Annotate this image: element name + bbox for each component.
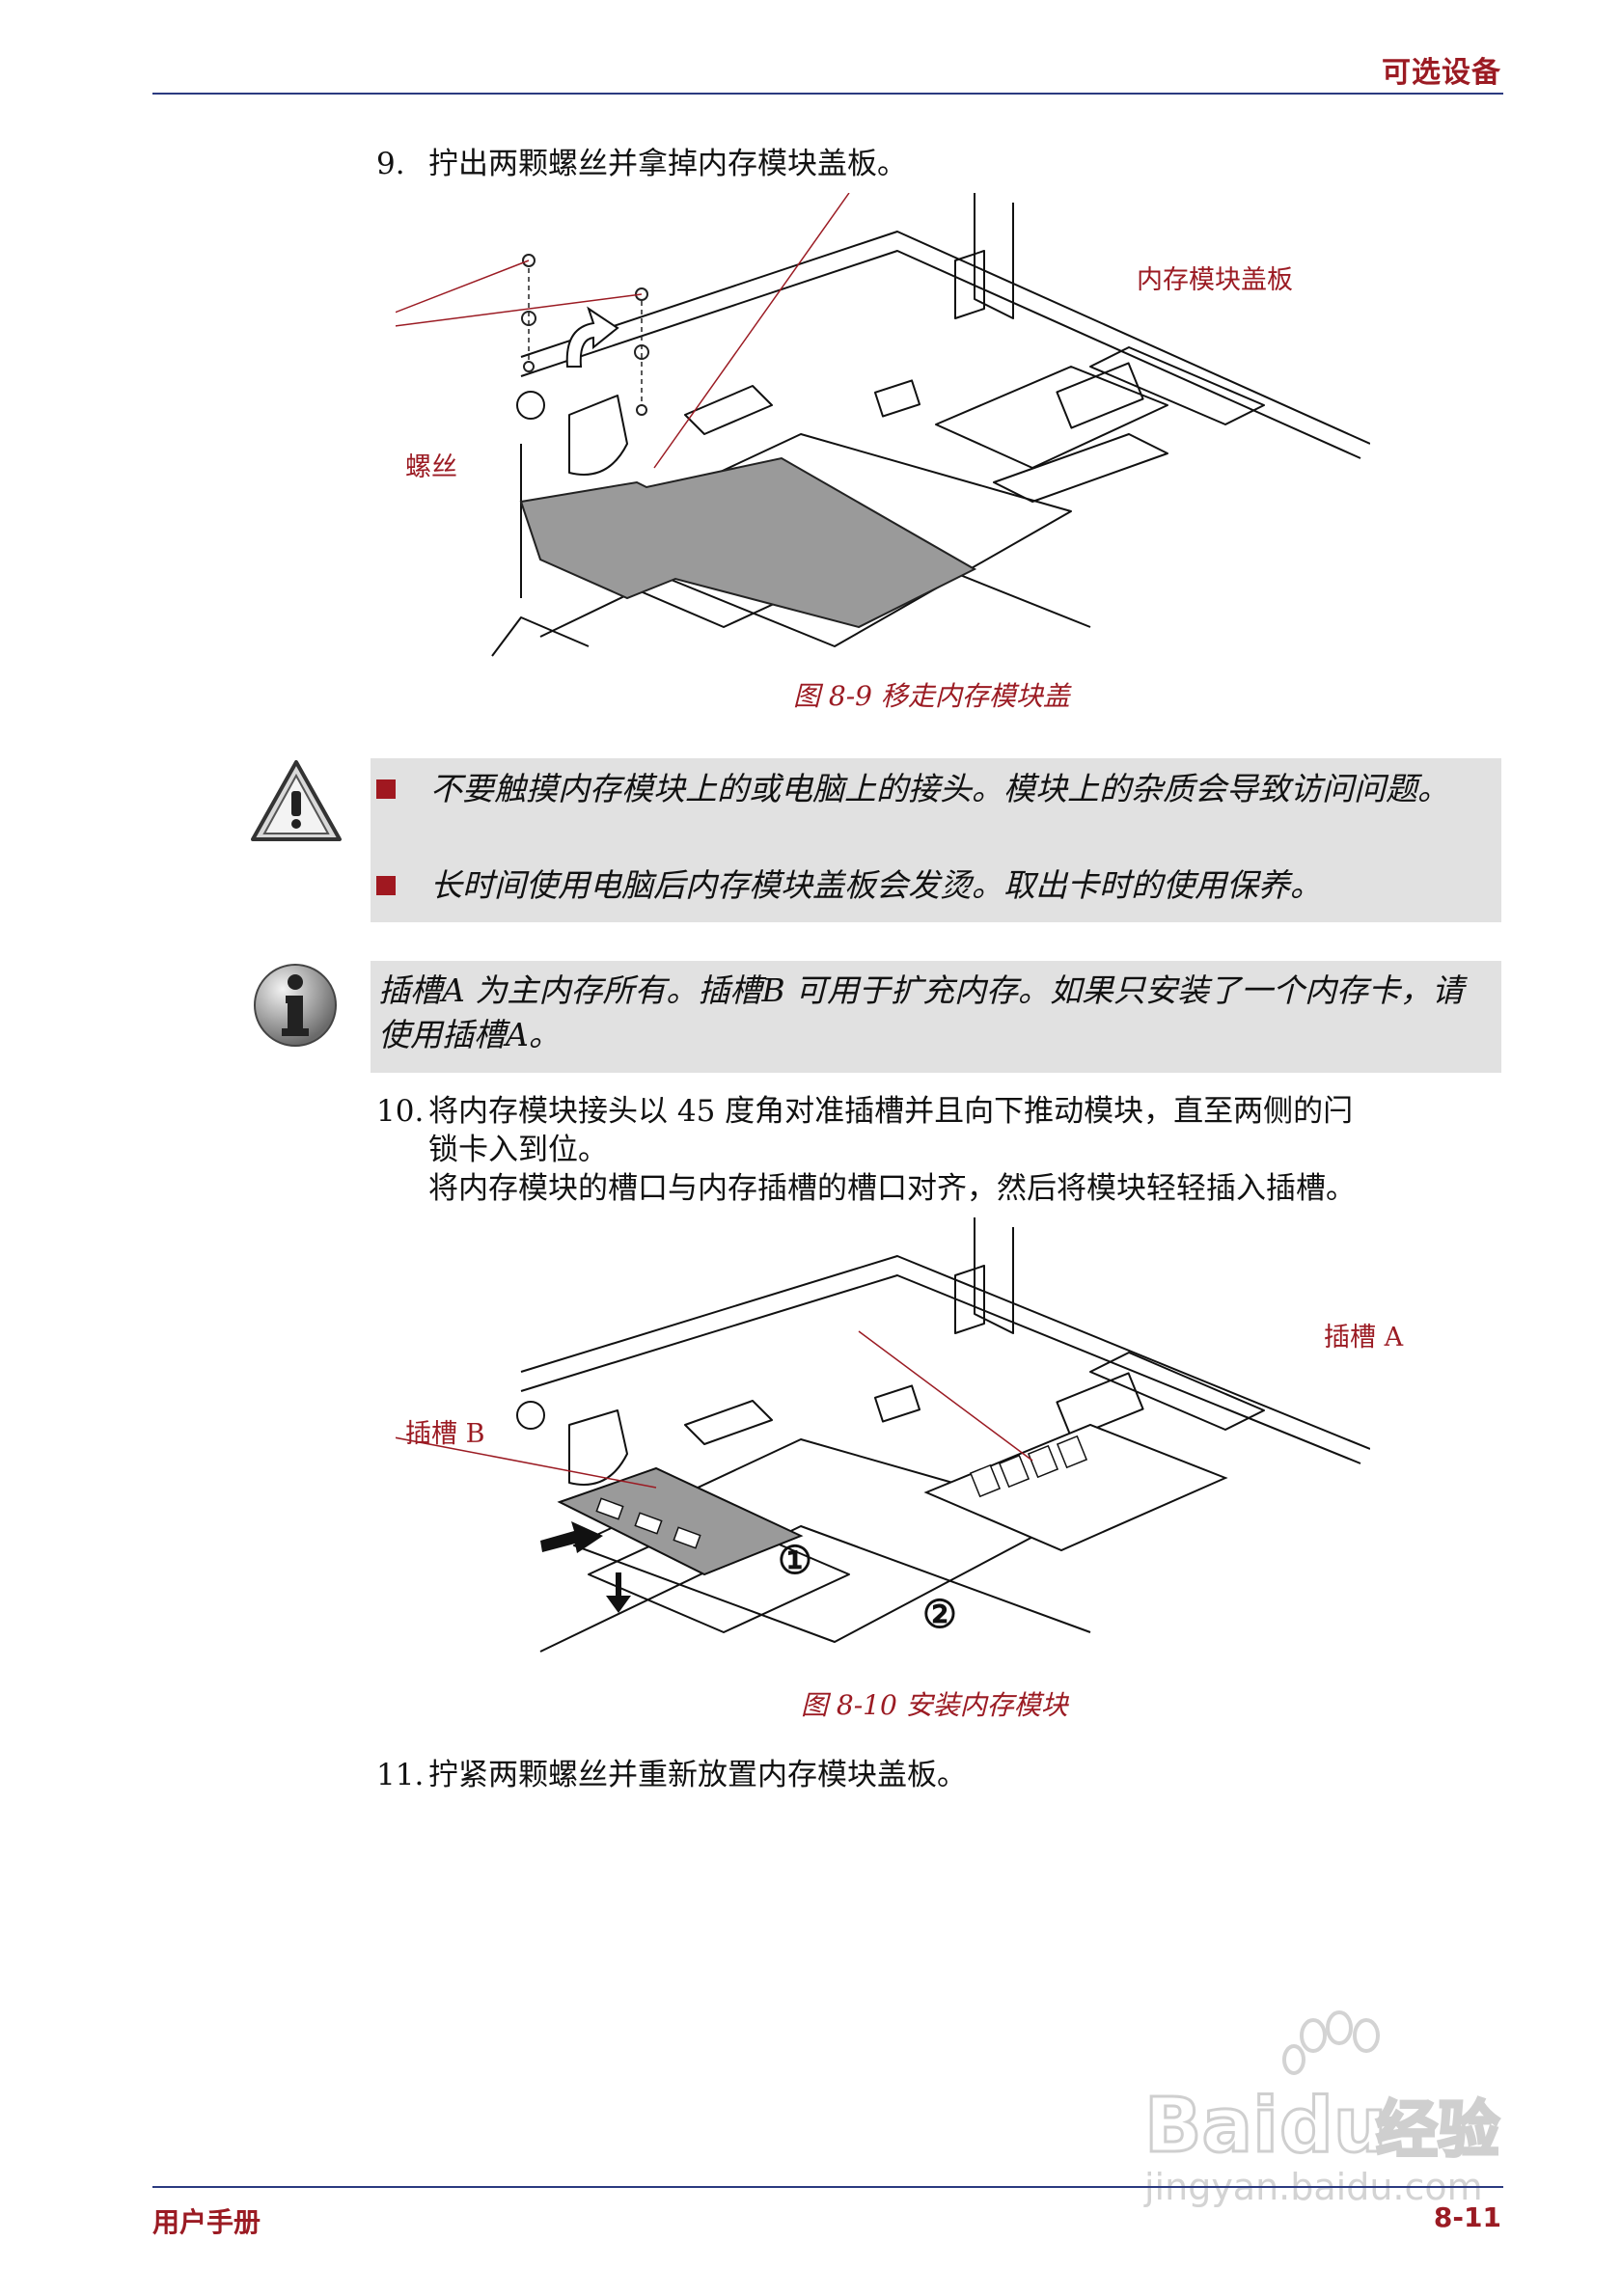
callout-slot-b-label: 插槽 B [405, 1419, 485, 1449]
callout-cover-label: 内存模块盖板 [1137, 265, 1293, 295]
watermark-brand3: 经验 [1376, 2095, 1499, 2167]
watermark-brand: Bai [1144, 2083, 1278, 2170]
step-9: 9. 拧出两颗螺丝并拿掉内存模块盖板。 [376, 145, 907, 183]
memory-slot-b [557, 1466, 804, 1576]
step-10-line1: 将内存模块接头以 45 度角对准插槽并且向下推动模块，直至两侧的闩 [428, 1094, 1354, 1129]
warning-triangle-icon [251, 760, 342, 841]
warning-item-text: 长时间使用电脑后内存模块盖板会发烫。取出卡时的使用保养。 [430, 866, 1322, 904]
watermark-brand2: du [1279, 2083, 1387, 2170]
footer-rule [152, 2186, 1503, 2188]
press-down-arrow-icon [606, 1572, 631, 1613]
step-marker-1: ① [778, 1538, 812, 1583]
warning-item-text: 不要触摸内存模块上的或电脑上的接头。模块上的杂质会导致访问问题。 [430, 770, 1449, 807]
step-10-line3: 将内存模块的槽口与内存插槽的槽口对齐，然后将模块轻轻插入插槽。 [428, 1171, 1356, 1206]
memory-slot-a [923, 1423, 1228, 1552]
figure-remove-memory-cover [396, 193, 1370, 657]
warning-item: 长时间使用电脑后内存模块盖板会发烫。取出卡时的使用保养。 [376, 864, 1496, 913]
step-9-number: 9. [376, 147, 405, 181]
info-box [371, 961, 1501, 1073]
figure-8-9-caption: 图 8-9 移走内存模块盖 [793, 680, 1070, 712]
memory-cover-plate [519, 456, 977, 629]
step-11-text: 拧紧两颗螺丝并重新放置内存模块盖板。 [428, 1758, 967, 1792]
insert-arrow-icon [540, 1521, 603, 1553]
step-10-number: 10. [376, 1094, 425, 1129]
header-rule [152, 93, 1503, 95]
bullet-square-icon [376, 876, 396, 895]
page-number: 8-11 [1433, 2201, 1501, 2233]
footer-manual-title: 用户手册 [152, 2206, 261, 2238]
step-9-text: 拧出两颗螺丝并拿掉内存模块盖板。 [428, 147, 907, 181]
page-header-title: 可选设备 [1382, 56, 1501, 90]
step-10-line2: 锁卡入到位。 [428, 1133, 608, 1167]
callout-slot-a-label: 插槽 A [1324, 1323, 1404, 1353]
step-marker-2: ② [922, 1592, 957, 1637]
step-11: 11.拧紧两颗螺丝并重新放置内存模块盖板。 [376, 1756, 967, 1794]
info-i-icon [254, 964, 337, 1047]
warning-item: 不要触摸内存模块上的或电脑上的接头。模块上的杂质会导致访问问题。 [376, 768, 1496, 855]
step-10: 10.将内存模块接头以 45 度角对准插槽并且向下推动模块，直至两侧的闩 锁卡入… [376, 1092, 1515, 1208]
figure-install-memory-module [396, 1217, 1370, 1653]
callout-screws-label: 螺丝 [405, 452, 457, 482]
lift-arrow-icon [565, 306, 619, 368]
step-11-number: 11. [376, 1758, 425, 1792]
figure-8-10-caption: 图 8-10 安装内存模块 [801, 1689, 1068, 1721]
info-text: 插槽A 为主内存所有。插槽B 可用于扩充内存。如果只安装了一个内存卡，请使用插槽… [378, 971, 1465, 1053]
bullet-square-icon [376, 779, 396, 799]
warning-box [371, 758, 1501, 922]
